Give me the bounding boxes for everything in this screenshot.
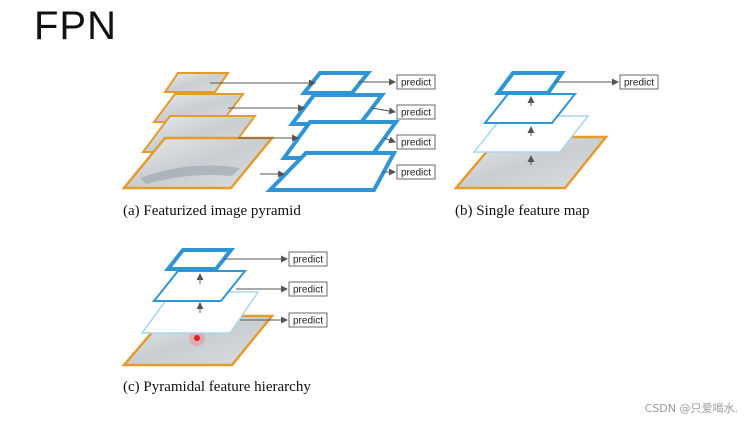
svg-text:predict: predict <box>293 255 323 266</box>
predict-box: predict <box>396 74 436 90</box>
watermark: CSDN @只爱喝水. <box>644 402 738 415</box>
image-level-4 <box>163 72 230 93</box>
feature-map-top <box>163 248 236 271</box>
page-title: FPN <box>34 4 117 48</box>
svg-text:predict: predict <box>401 78 431 89</box>
predict-box: predict <box>396 104 436 120</box>
svg-text:predict: predict <box>401 168 431 179</box>
caption-c: (c) Pyramidal feature hierarchy <box>123 379 311 395</box>
panel-b: predict (b) Single feature map <box>453 71 659 219</box>
caption-a: (a) Featurized image pyramid <box>123 203 301 219</box>
svg-text:predict: predict <box>293 316 323 327</box>
predict-box: predict <box>288 312 328 328</box>
feature-map-1 <box>265 151 398 192</box>
svg-text:predict: predict <box>624 78 654 89</box>
arrow <box>371 107 396 115</box>
feature-map-3 <box>287 93 387 126</box>
svg-text:predict: predict <box>293 285 323 296</box>
image-content <box>140 165 240 184</box>
feature-map-top <box>494 71 566 95</box>
panel-c: predict predict predict (c) Pyramidal fe… <box>121 248 328 395</box>
predict-box: predict <box>288 251 328 267</box>
feature-map-mid <box>151 270 248 302</box>
predict-box: predict <box>396 164 436 180</box>
svg-text:predict: predict <box>401 108 431 119</box>
panel-a: predict predict predict predict (a) Feat… <box>121 71 436 219</box>
svg-text:predict: predict <box>401 138 431 149</box>
predict-box: predict <box>619 74 659 90</box>
cursor-dot <box>194 335 200 341</box>
feature-map-mid <box>482 93 578 124</box>
arrow <box>383 136 396 144</box>
caption-b: (b) Single feature map <box>455 203 590 219</box>
predict-box: predict <box>396 134 436 150</box>
predict-box: predict <box>288 281 328 297</box>
